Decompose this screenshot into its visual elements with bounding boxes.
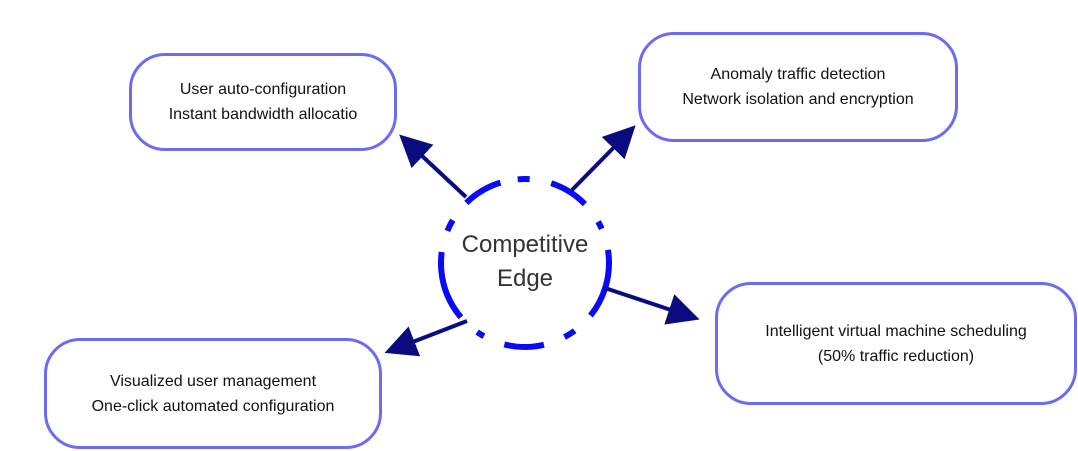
arrow-to-top-left xyxy=(399,134,468,199)
node-top-left: User auto-configuration Instant bandwidt… xyxy=(129,53,397,151)
node-top-right: Anomaly traffic detection Network isolat… xyxy=(638,32,958,142)
arrow-to-bottom-right xyxy=(604,286,700,325)
node-bottom-right-line2: (50% traffic reduction) xyxy=(817,347,975,365)
node-top-right-line1: Anomaly traffic detection xyxy=(710,66,886,83)
center-label-line1: Competitive xyxy=(461,231,589,258)
node-bottom-left: Visualized user management One-click aut… xyxy=(44,338,382,449)
node-bottom-left-line1: Visualized user management xyxy=(109,372,317,390)
arrow-to-top-right xyxy=(570,125,636,192)
center-label-line2: Edge xyxy=(496,265,554,292)
node-bottom-right: Intelligent virtual machine scheduling (… xyxy=(715,282,1077,405)
node-bottom-right-line1: Intelligent virtual machine scheduling xyxy=(765,322,1027,340)
node-top-right-line2: Network isolation and encryption xyxy=(682,91,914,108)
node-top-left-line1: User auto-configuration xyxy=(179,81,347,98)
arrow-to-bottom-left xyxy=(384,319,468,357)
node-bottom-left-line2: One-click automated configuration xyxy=(91,397,335,415)
node-top-left-line2: Instant bandwidth allocatio xyxy=(168,106,358,123)
center-label: Competitive Edge xyxy=(445,228,605,296)
